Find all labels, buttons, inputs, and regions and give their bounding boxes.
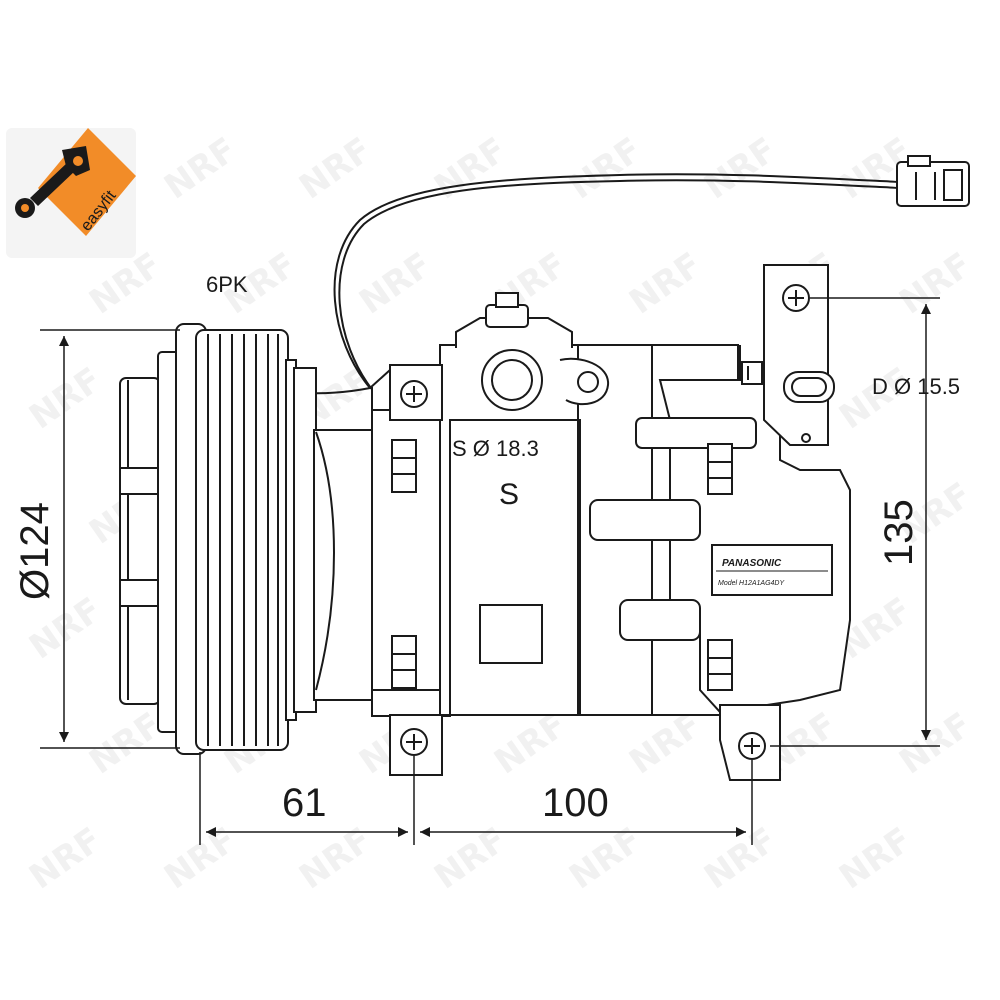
- nrf-watermark: NRF: [487, 705, 574, 782]
- nrf-watermark: NRF: [22, 590, 109, 667]
- easyfit-badge: easyfit: [6, 128, 136, 258]
- badge-diamond: [38, 128, 136, 236]
- nrf-watermark: NRF: [622, 705, 709, 782]
- nrf-watermark: NRF: [352, 245, 439, 322]
- offset-pulley-label: 61: [282, 781, 327, 825]
- hex-nuts: [391, 439, 733, 691]
- nrf-watermark: NRF: [622, 245, 709, 322]
- belt-grooves: [207, 334, 279, 746]
- nrf-watermark: NRF: [82, 705, 169, 782]
- body-window: [479, 604, 543, 664]
- nrf-watermark: NRF: [832, 820, 919, 897]
- nrf-watermark: NRF: [892, 705, 979, 782]
- mount-spacing-label: 100: [542, 781, 609, 825]
- belt-profile-label: 6PK: [206, 272, 248, 297]
- bolt-holes: [400, 284, 810, 760]
- nrf-watermark: NRF: [562, 130, 649, 207]
- front-housing: [313, 369, 451, 717]
- nrf-watermark: NRF: [427, 130, 514, 207]
- nrf-watermark: NRF: [22, 820, 109, 897]
- height-label: 135: [877, 499, 921, 566]
- nameplate-brand: PANASONIC: [722, 558, 782, 569]
- nrf-watermark: NRF: [157, 130, 244, 207]
- suction-marker-label: S: [499, 478, 519, 511]
- nrf-watermark: NRF: [697, 130, 784, 207]
- discharge-port-label: D Ø 15.5: [872, 374, 960, 399]
- dimension-lines: [40, 297, 940, 845]
- nrf-watermark: NRF: [292, 130, 379, 207]
- pulley-clutch: [119, 323, 317, 755]
- nameplate: PANASONIC Model H12A1AG4DY: [711, 544, 833, 596]
- suction-port-label: S Ø 18.3: [452, 436, 539, 461]
- nrf-watermark: NRF: [892, 245, 979, 322]
- pulley-diameter-label: Ø124: [13, 502, 57, 600]
- connector-plug: [896, 155, 970, 207]
- wrench-icon: [15, 146, 90, 218]
- port-block: [455, 292, 763, 411]
- nameplate-model: Model H12A1AG4DY: [718, 580, 785, 587]
- nrf-watermark: NRF: [22, 360, 109, 437]
